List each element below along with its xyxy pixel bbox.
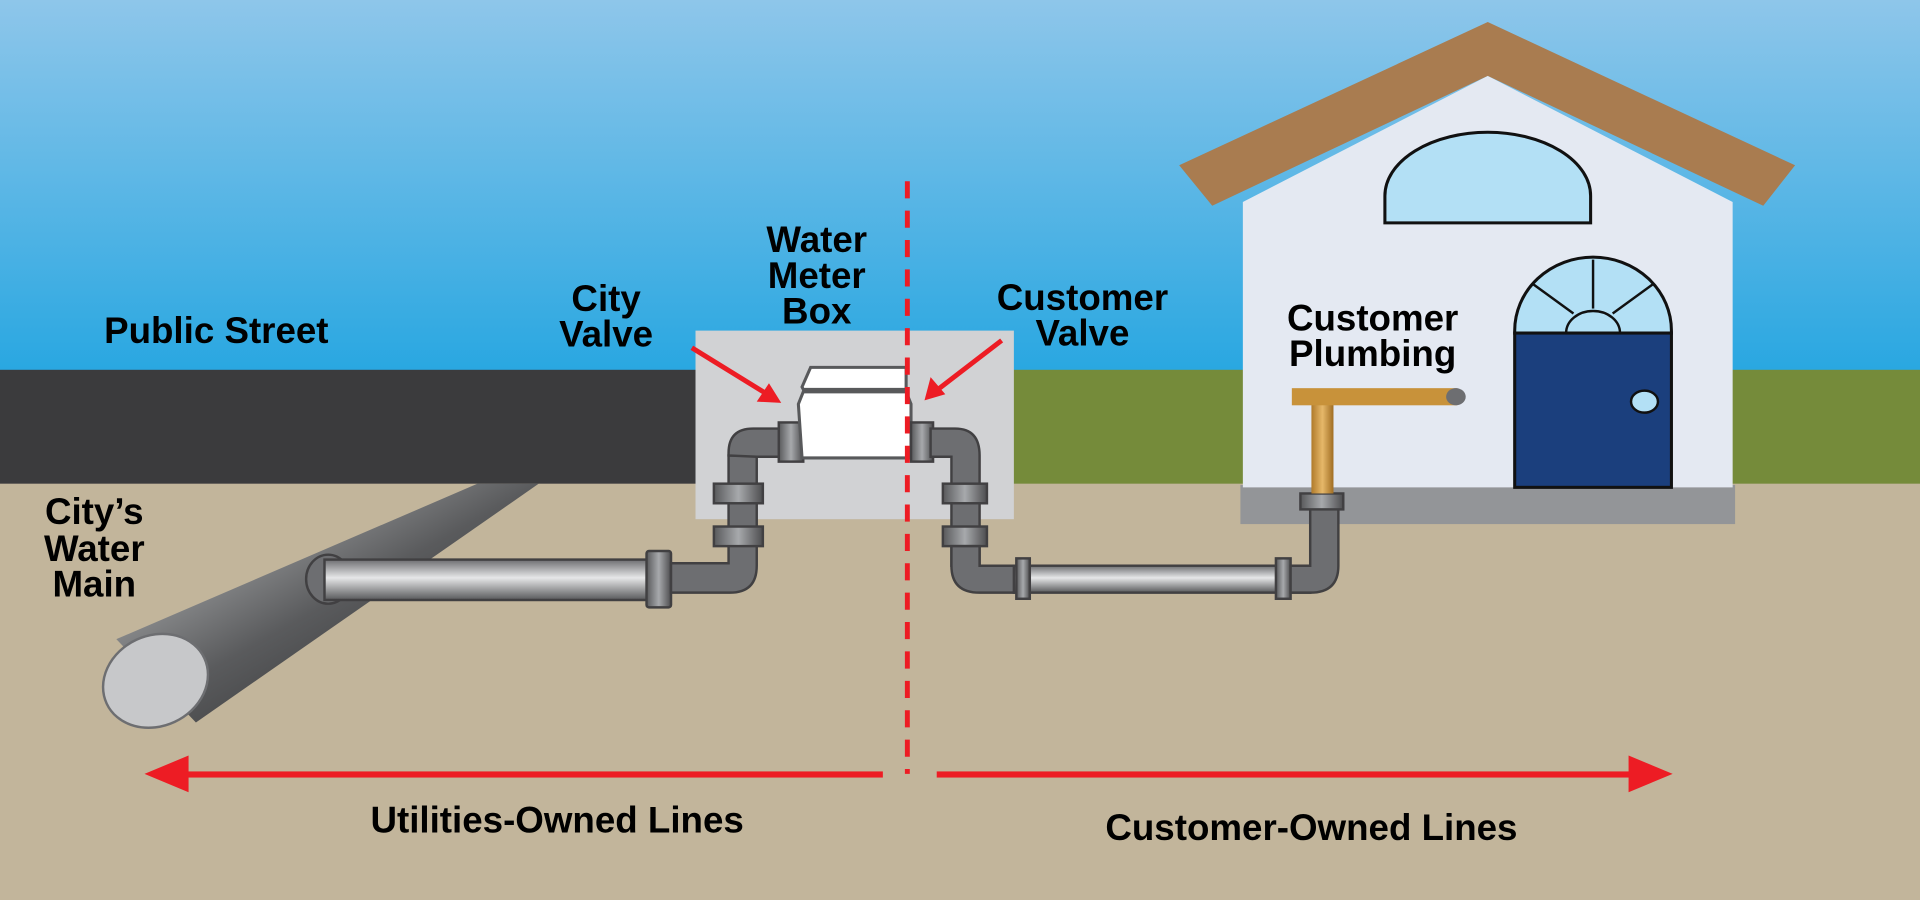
city-valve-label: City: [571, 278, 641, 319]
attic-window: [1383, 130, 1593, 225]
meter-box-label-2: Meter: [768, 255, 866, 296]
public-street-label: Public Street: [104, 310, 328, 351]
customer-plumbing-label-2: Plumbing: [1289, 333, 1456, 374]
city-valve-label-2: Valve: [559, 314, 653, 355]
water-meter: [796, 365, 913, 460]
door-knob: [1629, 389, 1660, 414]
customer-valve-pointer: [936, 338, 1004, 392]
customer-valve-label-2: Valve: [1035, 312, 1129, 353]
water-main-label: City’s: [45, 491, 144, 532]
utility-service-pipe: [304, 421, 805, 609]
water-main-label-2: Water: [44, 528, 145, 569]
customer-arrow: [936, 771, 1641, 778]
house: [1179, 22, 1796, 525]
street: [0, 369, 698, 485]
utilities-arrow: [177, 771, 883, 778]
customer-valve-label: Customer: [997, 277, 1168, 318]
pointer-arrows: [690, 338, 1004, 403]
city-valve-pointer: [690, 345, 767, 396]
customer-plumbing-label: Customer: [1287, 298, 1458, 339]
customer-plumbing-pipe: [1291, 388, 1466, 494]
water-main-label-3: Main: [52, 563, 136, 604]
utilities-owned-label: Utilities-Owned Lines: [370, 800, 743, 841]
meter-box-label-3: Box: [782, 290, 852, 331]
roof: [1179, 22, 1796, 206]
customer-service-pipe: [909, 421, 1345, 600]
meter-box-label: Water: [766, 219, 867, 260]
customer-owned-label: Customer-Owned Lines: [1105, 807, 1517, 848]
ownership-arrows: [144, 755, 1673, 793]
pipe-end-cap: [1446, 388, 1466, 406]
